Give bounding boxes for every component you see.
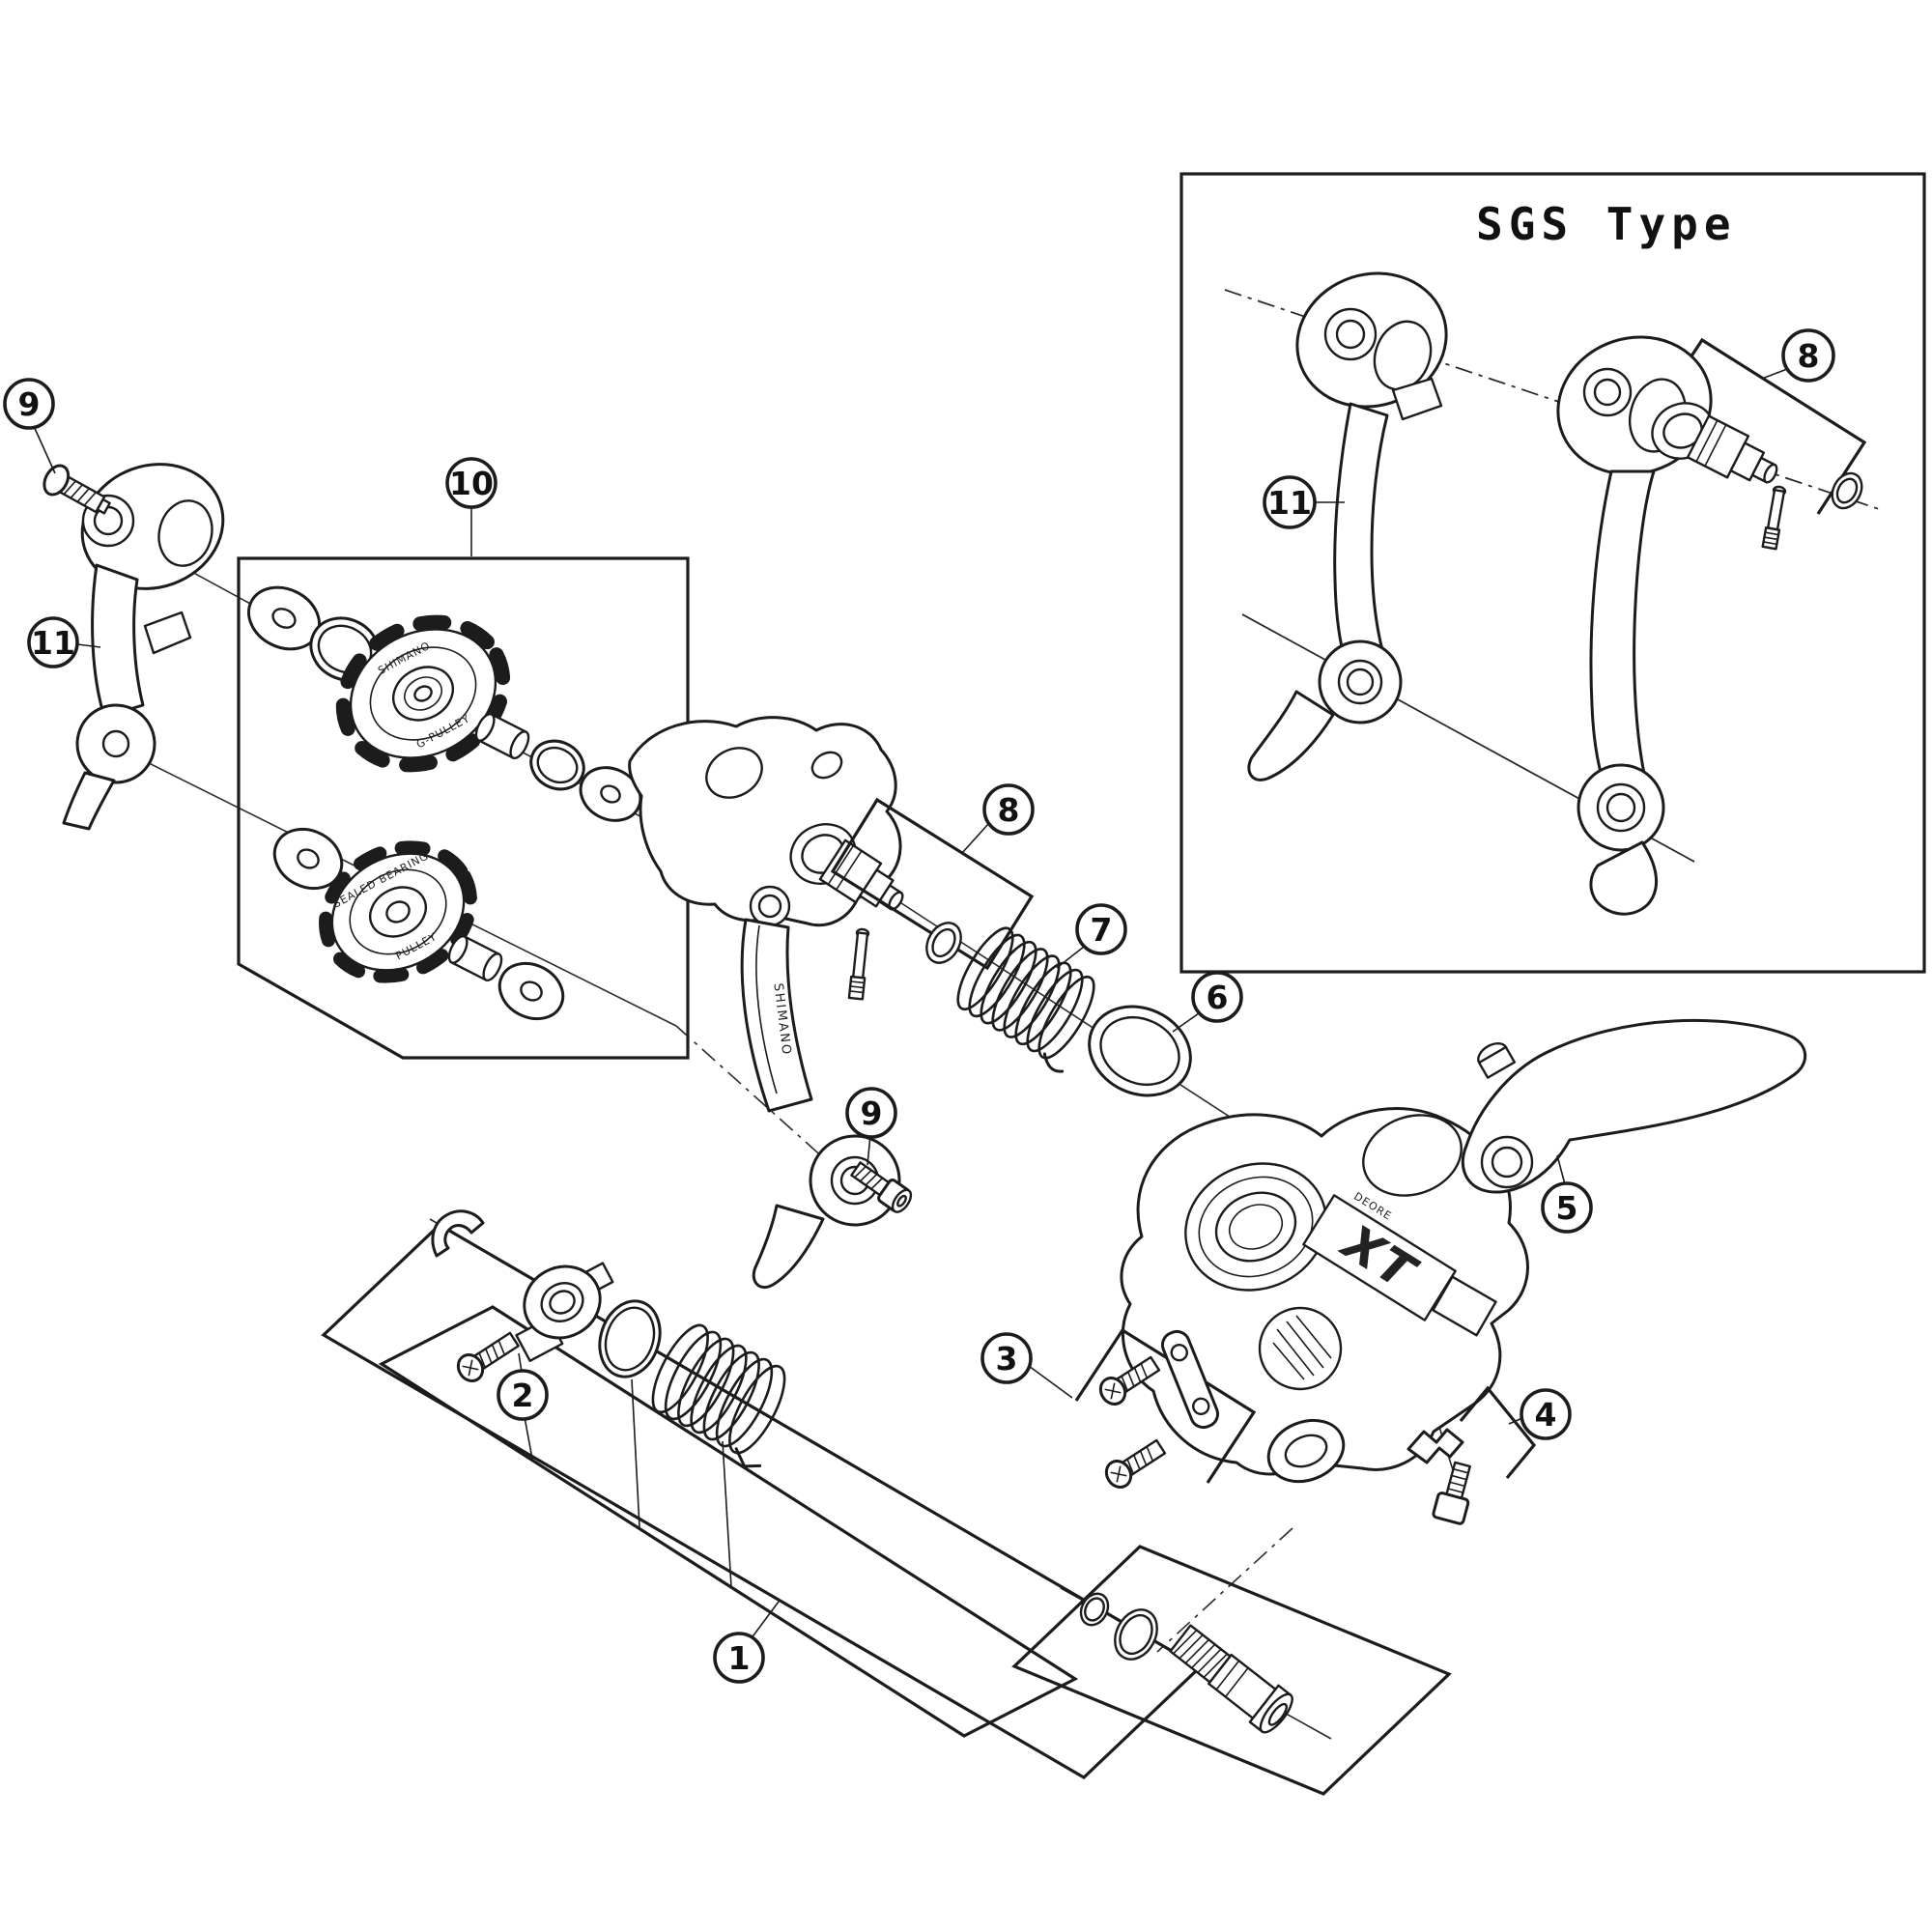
group-outline-1 [321, 1223, 1203, 1779]
cage-axle [818, 838, 904, 911]
pulley-bushing-a [474, 712, 530, 760]
inner-cage-plate-center: SHIMANO [628, 716, 902, 1290]
p-spring-o-ring [598, 1299, 662, 1378]
callout-5: 5 [1541, 1154, 1593, 1234]
stopper-clip [431, 1209, 485, 1258]
cage-tension-spring [956, 926, 1095, 1073]
svg-text:11: 11 [31, 624, 75, 662]
group-outline-bracket-axle [1011, 1545, 1452, 1796]
svg-text:7: 7 [1091, 911, 1113, 949]
bracket-axle-parts [1079, 1592, 1293, 1734]
washer-c [272, 827, 344, 891]
cable-fixing-group [1406, 1385, 1537, 1525]
sgs-stop-pin [1761, 485, 1787, 551]
callout-1: 1 [713, 1601, 780, 1684]
svg-text:4: 4 [1535, 1396, 1557, 1434]
callout-3: 3 [980, 1332, 1073, 1399]
callout-7: 7 [1056, 903, 1127, 969]
p-tension-spring [651, 1323, 786, 1468]
svg-text:6: 6 [1207, 979, 1229, 1016]
derailleur-body: DEORE XT [1120, 1107, 1529, 1484]
stopper-plate-group [431, 1209, 786, 1468]
svg-text:10: 10 [449, 465, 494, 502]
svg-text:8: 8 [1798, 337, 1820, 375]
cable-fixing-bolt [1432, 1461, 1471, 1525]
washer-d [497, 961, 565, 1021]
tension-pulley: SEALED BEARING PULLEY [319, 840, 477, 983]
pulley-bushing-b [447, 934, 503, 982]
group-outline-2 [378, 1305, 1079, 1738]
sgs-inner-plate [1247, 271, 1448, 781]
spring-cover-washer [1088, 1005, 1192, 1097]
callout-6: 6 [1172, 971, 1243, 1033]
cage-stop-pin [847, 927, 870, 1001]
svg-text:9: 9 [861, 1094, 883, 1132]
plate-axle-unit-bracket [830, 797, 1035, 971]
guide-screw-b [1104, 1438, 1167, 1489]
sgs-inset-title: SGS Type [1476, 198, 1737, 250]
svg-text:8: 8 [998, 791, 1020, 829]
washer-b [579, 766, 642, 822]
callout-8-sgs: 8 [1761, 328, 1835, 383]
callout-10: 10 [445, 457, 497, 556]
guide-screw-a [1098, 1355, 1161, 1406]
drop-lines [524, 1378, 732, 1588]
callout-11-left: 11 [27, 616, 101, 668]
cable-guide-group [1074, 1327, 1257, 1489]
stopper-screw [456, 1331, 520, 1382]
callout-2: 2 [497, 1352, 549, 1421]
svg-text:2: 2 [512, 1377, 534, 1414]
callout-4: 4 [1508, 1388, 1572, 1440]
axle-o-ring-small [1079, 1592, 1110, 1627]
guide-pulley: SHIMANO G-PULLEY [335, 614, 511, 773]
seal-ring-b [529, 739, 585, 791]
axle-o-ring [925, 922, 962, 964]
axle-o-ring-large [1114, 1608, 1158, 1661]
sgs-inset: SGS Type [1179, 172, 1926, 974]
outer-cage-plate-left [62, 463, 225, 831]
pulley-bolt [850, 1161, 913, 1213]
sgs-axle-o-ring [1831, 471, 1863, 510]
bracket-axle [1169, 1624, 1293, 1734]
callout-8-center: 8 [961, 783, 1035, 854]
callout-9-left: 9 [3, 378, 56, 474]
svg-text:1: 1 [728, 1639, 751, 1677]
callout-11-sgs: 11 [1263, 475, 1345, 529]
callouts: 9 11 10 8 9 7 6 [3, 328, 1835, 1684]
body-bracket-barrel [1266, 1418, 1346, 1484]
svg-text:5: 5 [1556, 1189, 1578, 1227]
pulley-set-contents: SHIMANO G-PULLEY SEALED BEARING PULLEY [247, 585, 642, 1021]
cable-guide-plate [1160, 1329, 1220, 1430]
cable-fixing-washer [1406, 1428, 1464, 1464]
svg-text:11: 11 [1267, 484, 1312, 522]
plate-stop-screw-left [43, 464, 111, 515]
pulley-set-box [237, 556, 690, 1060]
sgs-outer-plate-axle-assembly [1556, 335, 1867, 916]
callout-9-center: 9 [845, 1087, 897, 1166]
svg-text:9: 9 [18, 385, 41, 423]
stopper-plate [515, 1262, 614, 1362]
bracket-hanger-plate [1461, 1018, 1806, 1194]
svg-text:3: 3 [996, 1340, 1018, 1378]
